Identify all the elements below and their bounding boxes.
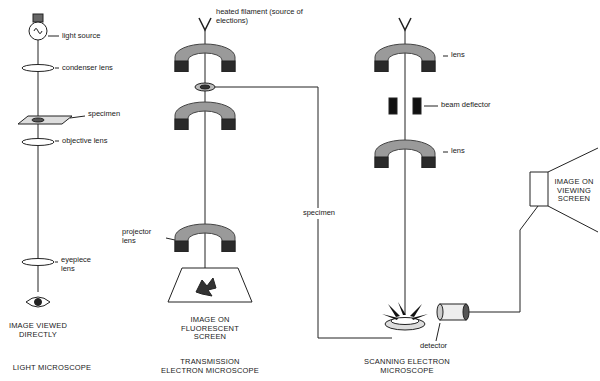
part-label: objective lens — [62, 137, 122, 146]
projector-lens — [175, 224, 235, 252]
eyepiece-lens — [22, 259, 54, 266]
leader-line — [70, 116, 85, 118]
specimen-slide — [18, 116, 72, 124]
leader-line — [48, 36, 59, 37]
heated-filament — [399, 18, 411, 30]
beam-deflector-plate — [389, 98, 397, 114]
magnetic-lens — [175, 44, 235, 72]
specimen-sample — [200, 85, 210, 89]
part-label: heated filament (source of elections) — [216, 8, 311, 25]
part-label: condenser lens — [62, 64, 132, 73]
specimen-stage — [385, 318, 425, 330]
leader-line — [443, 56, 448, 57]
heated-filament — [199, 18, 211, 30]
specimen-sample — [32, 118, 44, 122]
part-label: detector — [420, 342, 465, 351]
leader-line — [436, 323, 440, 341]
leader-line — [443, 152, 448, 153]
leader-line — [55, 262, 58, 263]
image-caption: IMAGE VIEWED DIRECTLY — [4, 322, 72, 339]
bulb-base — [33, 14, 43, 22]
part-label: eyepiece lens — [61, 256, 101, 273]
part-label: specimen — [301, 208, 337, 219]
specimen-leader — [215, 87, 392, 338]
part-label: lens — [451, 147, 481, 156]
scanning-electron-microscope — [375, 18, 598, 341]
bulb-filament — [34, 29, 42, 34]
eye — [26, 297, 50, 307]
fluorescent-screen — [168, 268, 252, 302]
screen-image — [196, 278, 216, 296]
part-label: specimen — [88, 110, 138, 119]
magnetic-lens — [375, 140, 435, 168]
microscope-title: TRANSMISSION ELECTRON MICROSCOPE — [160, 358, 260, 375]
microscope-title: LIGHT MICROSCOPE — [2, 364, 102, 373]
detector — [437, 304, 469, 320]
part-label: projector lens — [122, 228, 167, 245]
objective-magnetic-lens — [175, 102, 235, 130]
image-caption: IMAGE ON VIEWING SCREEN — [553, 178, 595, 204]
condenser-lens — [22, 65, 54, 72]
microscope-title: SCANNING ELECTRON MICROSCOPE — [362, 358, 452, 375]
part-label: beam deflector — [441, 101, 501, 110]
light-bulb — [29, 22, 47, 40]
magnetic-lens — [375, 44, 435, 72]
transmission-electron-microscope — [166, 18, 392, 338]
beam-deflector-plate — [413, 98, 421, 114]
eye-pupil — [35, 299, 42, 306]
part-label: lens — [451, 51, 481, 60]
leader-line — [55, 141, 59, 142]
signal-wire — [469, 206, 538, 312]
emitted-electrons — [382, 302, 428, 320]
part-label: light source — [62, 32, 122, 41]
viewing-screen — [530, 148, 598, 232]
leader-line — [55, 68, 59, 69]
objective-lens — [22, 139, 54, 146]
specimen — [195, 83, 215, 91]
image-caption: IMAGE ON FLUORESCENT SCREEN — [165, 316, 255, 342]
leader-line — [424, 106, 438, 107]
leader-line — [166, 238, 175, 240]
electron-beam — [405, 30, 406, 314]
optical-axis — [38, 40, 39, 292]
